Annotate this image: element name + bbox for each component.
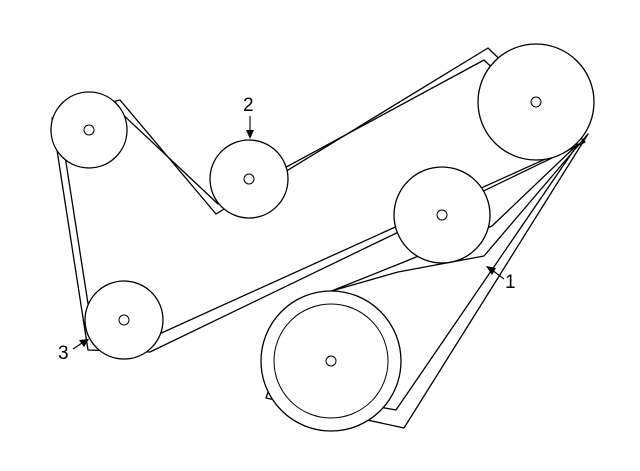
pulley-3	[84, 280, 164, 360]
hub-hole	[83, 124, 95, 136]
leader-line	[72, 342, 83, 350]
callout-label-3: 3	[58, 343, 69, 364]
idler-pulley-top-left	[50, 91, 128, 169]
crankshaft-pulley	[260, 290, 402, 432]
callout-3: 3	[58, 339, 89, 364]
lower-belt-outer-edge	[265, 133, 589, 429]
hub-hole	[436, 209, 448, 221]
callout-label-2: 2	[243, 95, 254, 116]
arrowhead	[486, 266, 496, 275]
hub-hole	[530, 96, 542, 108]
hub-hole	[118, 314, 130, 326]
large-pulley-top-right	[477, 43, 595, 161]
crankshaft-pulley-inner-ring	[273, 303, 389, 419]
callout-2: 2	[243, 95, 254, 139]
hub-hole	[243, 173, 255, 185]
arrowhead	[79, 339, 89, 347]
callout-1: 1	[486, 266, 516, 293]
arrowhead	[246, 130, 254, 139]
hub-hole	[325, 355, 337, 367]
middle-pulley	[393, 166, 491, 264]
callout-label-1: 1	[505, 272, 516, 293]
pulley-2	[209, 139, 289, 219]
